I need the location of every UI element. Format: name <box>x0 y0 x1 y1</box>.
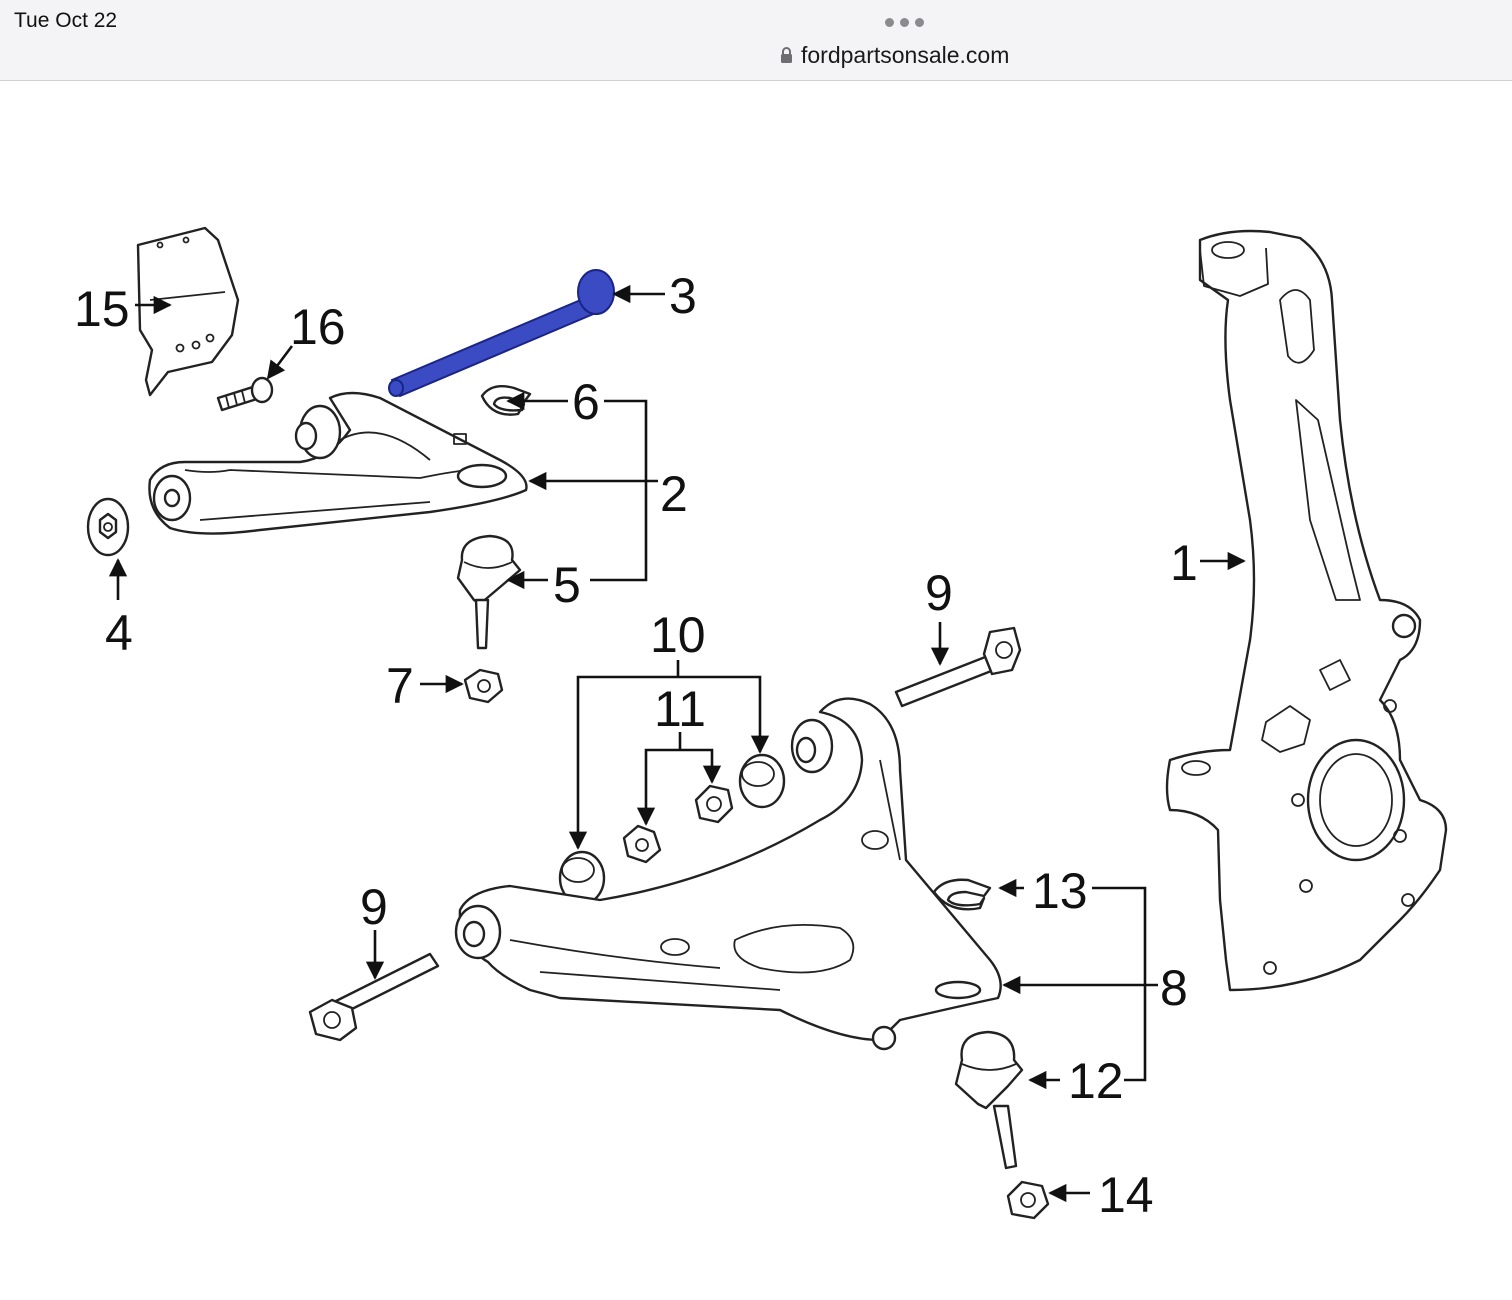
callout-5: 5 <box>553 557 581 613</box>
url-text: fordpartsonsale.com <box>801 41 1010 68</box>
part-15-shield <box>136 226 240 397</box>
part-1-knuckle <box>1165 229 1448 992</box>
part-9-bolt-upper <box>894 626 1022 708</box>
part-14-nut <box>1006 1180 1050 1220</box>
callout-10: 10 <box>650 607 706 663</box>
callout-7: 7 <box>386 658 414 714</box>
part-9-bolt-lower <box>308 952 440 1042</box>
part-7-nut <box>463 668 504 704</box>
callout-12: 12 <box>1068 1053 1124 1109</box>
lock-icon <box>781 47 792 63</box>
part-10-bushing-a <box>738 753 786 809</box>
callout-1: 1 <box>1170 535 1198 591</box>
callout-6: 6 <box>572 374 600 430</box>
callout-labels: 3 6 2 5 4 7 15 16 9 10 11 9 13 8 12 14 1 <box>74 268 1198 1223</box>
callout-16: 16 <box>290 299 346 355</box>
callout-4: 4 <box>105 605 133 661</box>
callout-9-lower: 9 <box>360 879 388 935</box>
part-16-bolt <box>216 376 274 412</box>
diagram-canvas: 3 6 2 5 4 7 15 16 9 10 11 9 13 8 12 14 1 <box>74 226 1448 1223</box>
address-bar[interactable]: fordpartsonsale.com <box>780 38 1009 72</box>
callout-11: 11 <box>654 681 706 737</box>
part-3-cam-bolt <box>388 269 615 398</box>
part-10-bushing-b <box>558 850 606 906</box>
callout-9-upper: 9 <box>925 565 953 621</box>
leader-lines <box>108 284 1246 1203</box>
ellipsis-icon[interactable] <box>885 16 929 28</box>
part-2-upper-arm <box>148 391 528 535</box>
status-time: Tue Oct 22 <box>14 9 118 32</box>
callout-13: 13 <box>1032 863 1088 919</box>
status-bar: Tue Oct 22 fordpartsonsale.com <box>0 0 1512 81</box>
part-11-nut-a <box>694 784 734 824</box>
part-13-clip <box>932 878 992 911</box>
part-4-washer <box>86 497 130 557</box>
part-8-lower-arm <box>454 697 1002 1051</box>
callout-3: 3 <box>669 268 697 324</box>
callout-14: 14 <box>1098 1167 1154 1223</box>
part-11-nut-b <box>622 824 662 864</box>
callout-2: 2 <box>660 466 688 522</box>
suspension-parts-diagram: 3 6 2 5 4 7 15 16 9 10 11 9 13 8 12 14 1 <box>0 81 1512 1300</box>
callout-8: 8 <box>1160 960 1188 1016</box>
part-12-ball-joint <box>954 1030 1024 1170</box>
part-5-ball-joint <box>456 534 522 650</box>
callout-15: 15 <box>74 281 130 337</box>
